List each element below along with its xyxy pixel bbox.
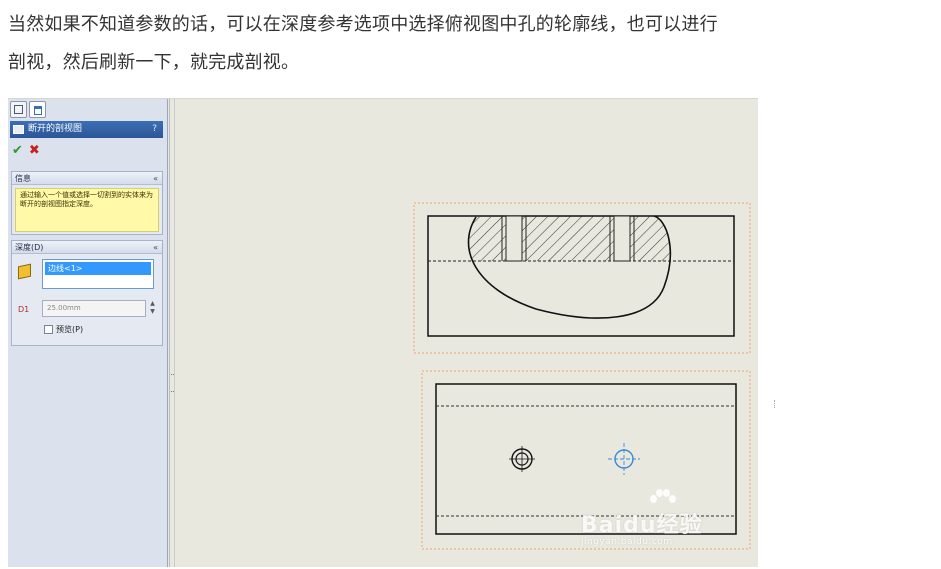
info-collapse-icon[interactable]: « [153,174,158,183]
front-hole-section-2 [613,215,631,262]
feature-tree-icon [14,105,23,114]
selected-hole-edge[interactable] [608,443,640,475]
panel-title: 断开的剖视图 ? [10,121,163,138]
panel-splitter[interactable] [169,99,175,567]
front-view-outline [427,215,735,337]
info-message: 通过输入一个值或选择一切割到的实体来为断开的剖视图指定深度。 [15,188,159,232]
baidu-watermark: Baidu经验 jingyan.baidu.com [581,507,703,547]
preview-option[interactable]: 预览(P) [44,323,83,335]
preview-checkbox[interactable] [44,324,53,334]
section-hatch-area [468,216,671,261]
cancel-button[interactable]: ✖ [28,143,40,158]
article-line-1: 当然如果不知道参数的话，可以在深度参考选项中选择俯视图中孔的轮廓线，也可以进行 [8,14,718,35]
depth-reference-item[interactable]: 边线<1> [45,262,151,275]
top-view[interactable] [421,370,751,550]
panel-tabs [10,101,46,119]
top-view-boundary [421,370,751,550]
depth-value-field[interactable]: 25.00mm [42,300,146,317]
front-hole-section-1 [505,215,523,262]
spinner-down-icon[interactable]: ▼ [150,308,155,315]
counterbore-hole[interactable] [509,446,535,472]
stray-mark [774,400,776,408]
drawing-sheet [413,202,751,550]
depth-group-header[interactable]: 深度(D) « [12,241,162,254]
depth-group: 深度(D) « 边线<1> D1 25.00mm ▲ ▼ 预览(P) [11,240,163,346]
depth-reference-list[interactable]: 边线<1> [42,259,154,289]
depth-collapse-icon[interactable]: « [153,243,158,252]
depth-dimension-icon: D1 [18,305,30,314]
preview-label: 预览(P) [56,324,84,334]
info-group-header[interactable]: 信息 « [12,172,162,185]
splitter-handle[interactable] [171,374,174,392]
drawing-canvas[interactable]: Baidu经验 jingyan.baidu.com [176,99,758,567]
top-view-outline [435,383,737,535]
panel-title-text: 断开的剖视图 [28,124,83,134]
property-manager-tab[interactable] [29,101,46,118]
info-header-label: 信息 [15,174,31,183]
article-text: 当然如果不知道参数的话，可以在深度参考选项中选择俯视图中孔的轮廓线，也可以进行 … [8,6,938,82]
depth-header-label: 深度(D) [15,243,44,252]
depth-reference-icon [18,263,31,280]
ok-cancel-row: ✔ ✖ [12,143,40,159]
feature-tree-tab[interactable] [10,101,27,118]
baidu-paw-logo [646,487,676,509]
property-manager-panel: 断开的剖视图 ? ✔ ✖ 信息 « 通过输入一个值或选择一切割到的实体来为断开的… [8,99,168,567]
depth-spinner[interactable]: ▲ ▼ [148,300,157,317]
help-button[interactable]: ? [152,124,157,134]
section-view-icon [13,125,24,134]
info-group: 信息 « 通过输入一个值或选择一切割到的实体来为断开的剖视图指定深度。 [11,171,163,235]
front-section-view[interactable] [413,202,751,354]
article-line-2: 剖视，然后刷新一下，就完成剖视。 [8,52,300,73]
watermark-url: jingyan.baidu.com [581,537,673,547]
spinner-up-icon[interactable]: ▲ [150,300,155,307]
front-view-boundary [413,202,751,354]
solidworks-screenshot: 断开的剖视图 ? ✔ ✖ 信息 « 通过输入一个值或选择一切割到的实体来为断开的… [8,98,758,567]
property-manager-icon [34,106,42,115]
watermark-brand: Baidu经验 [581,513,703,538]
ok-button[interactable]: ✔ [12,143,23,158]
broken-out-boundary[interactable] [467,215,672,319]
